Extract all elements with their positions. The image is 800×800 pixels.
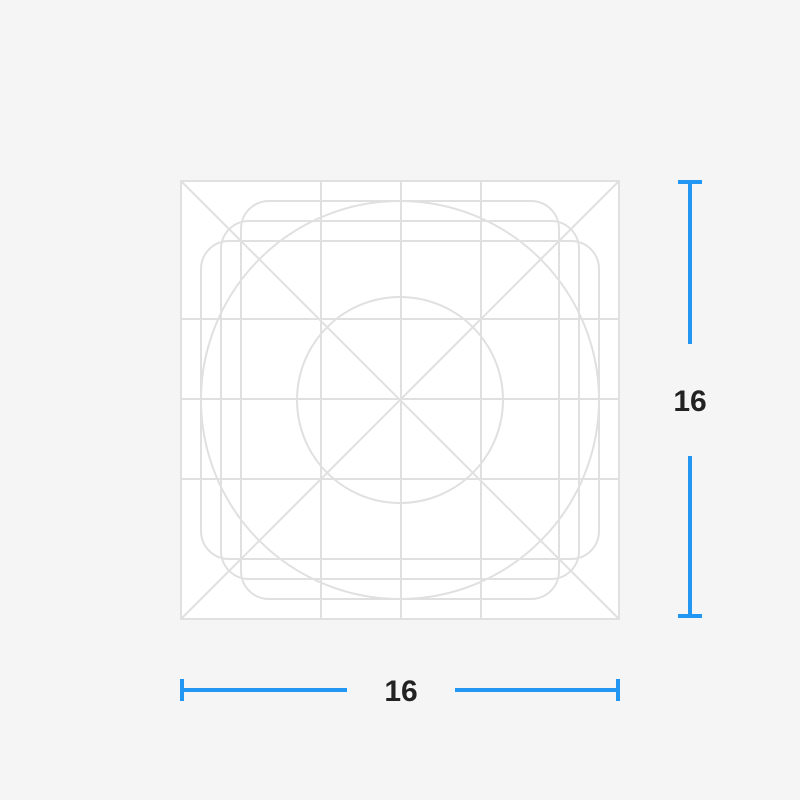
keyline-square-rect bbox=[220, 220, 580, 580]
height-dimension-label: 16 bbox=[673, 385, 706, 418]
keyline-inner-circle bbox=[296, 296, 504, 504]
keyline-outer-circle bbox=[200, 200, 600, 600]
height-dimension: 16 bbox=[673, 180, 707, 618]
width-dimension: 16 bbox=[180, 675, 620, 708]
width-dimension-label: 16 bbox=[384, 675, 417, 708]
